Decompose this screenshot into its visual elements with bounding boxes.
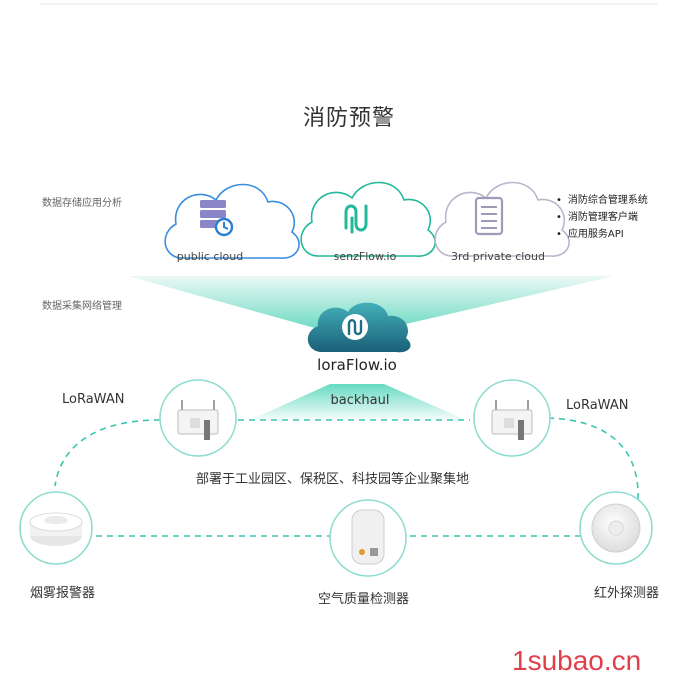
device-label-smoke: 烟雾报警器 xyxy=(30,586,96,601)
cloud-label-senzflow: senzFlow.io xyxy=(333,250,397,263)
private-cloud xyxy=(434,181,570,257)
deployment-note: 部署于工业园区、保税区、科技园等企业聚集地 xyxy=(196,472,470,487)
database-sync-icon xyxy=(200,200,234,237)
device-air xyxy=(329,499,407,577)
public-cloud xyxy=(164,183,300,259)
backhaul-label: backhaul xyxy=(330,393,390,408)
hub-label: loraFlow.io xyxy=(317,356,397,374)
device-label-air: 空气质量检测器 xyxy=(318,592,410,607)
bullet-item: 应用服务API xyxy=(556,226,648,243)
gateway-right-label: LoRaWAN xyxy=(566,398,629,413)
watermark-text: 1subao.cn xyxy=(512,645,642,676)
device-smoke xyxy=(19,491,93,565)
section-label-storage: 数据存储应用分析 xyxy=(42,198,122,209)
cloud-label-public: public cloud xyxy=(176,250,244,263)
public-cloud-outline xyxy=(164,183,300,259)
senzflow-cloud xyxy=(300,181,436,257)
gateway-right xyxy=(473,379,551,457)
section-label-collection: 数据采集网络管理 xyxy=(42,301,122,312)
bullet-item: 消防管理客户端 xyxy=(556,209,648,226)
device-label-ir: 红外探测器 xyxy=(594,586,660,601)
page-title: 消防预警 xyxy=(302,106,395,131)
air-quality-sensor-icon xyxy=(351,509,385,565)
server-rack-icon xyxy=(474,196,504,236)
bullet-item: 消防综合管理系统 xyxy=(556,192,648,209)
lorawan-gateway-icon xyxy=(491,400,533,440)
dash-left-upper xyxy=(54,419,161,487)
backhaul-gradient xyxy=(250,384,466,420)
loraflow-logo-icon xyxy=(342,314,368,340)
lorawan-gateway-icon xyxy=(177,400,219,440)
senzflow-logo-icon xyxy=(344,204,368,234)
cloud-label-private: 3rd private cloud xyxy=(451,250,545,263)
device-ir xyxy=(579,491,653,565)
smoke-detector-icon xyxy=(29,512,83,546)
loraflow-hub xyxy=(307,302,411,353)
gateway-left xyxy=(159,379,237,457)
senzflow-cloud-outline xyxy=(300,181,436,257)
dash-right-upper xyxy=(547,417,639,501)
service-bullet-list: 消防综合管理系统 消防管理客户端 应用服务API xyxy=(556,192,648,243)
gateway-left-label: LoRaWAN xyxy=(62,392,125,407)
infrared-detector-icon xyxy=(591,503,641,553)
